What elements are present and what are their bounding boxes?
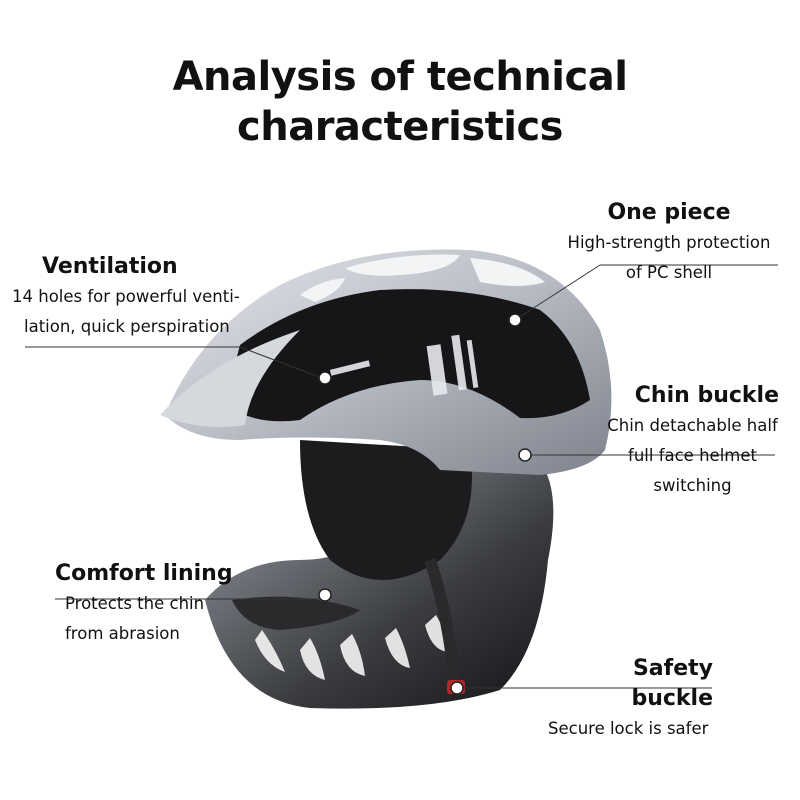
callout-ventilation: Ventilation 14 holes for powerful venti-…	[12, 252, 240, 342]
callout-desc: switching	[653, 476, 732, 495]
page-title: Analysis of technical characteristics	[0, 52, 800, 152]
callout-desc: Chin detachable half	[607, 416, 778, 435]
callout-comfort-lining: Comfort lining Protects the chin from ab…	[55, 559, 233, 649]
callout-heading: Comfort lining	[55, 561, 233, 586]
callout-desc: 14 holes for powerful venti-	[12, 287, 240, 306]
inner-lining	[300, 440, 472, 580]
callout-desc: Secure lock is safer	[548, 719, 709, 738]
shell-graphic	[233, 289, 591, 422]
chin-guard	[205, 470, 554, 709]
callout-heading: One piece	[607, 200, 731, 225]
callout-desc: from abrasion	[65, 624, 180, 643]
callout-heading: Ventilation	[42, 254, 178, 279]
leader-lines	[25, 264, 778, 689]
callout-desc: lation, quick perspiration	[24, 317, 230, 336]
title-line-1: Analysis of technical	[172, 54, 628, 100]
callout-desc: High-strength protection	[567, 233, 771, 252]
shell-graphic-strokes	[329, 334, 479, 396]
callout-heading: Chin buckle	[634, 383, 779, 408]
callout-desc: full face helmet	[628, 446, 757, 465]
visor	[160, 330, 300, 428]
callout-one-piece: One piece High-strength protection of PC…	[560, 198, 778, 288]
callout-chin-buckle: Chin buckle Chin detachable half full fa…	[600, 381, 785, 501]
callout-heading: Safety buckle	[631, 656, 713, 711]
title-line-2: characteristics	[237, 104, 563, 150]
ventilation-holes	[300, 254, 545, 302]
callout-safety-buckle: Safety buckle Secure lock is safer	[548, 654, 713, 744]
callout-desc: of PC shell	[625, 263, 713, 282]
chin-strap	[424, 558, 461, 691]
callout-markers	[318, 313, 532, 695]
callout-desc: Protects the chin	[65, 594, 205, 613]
